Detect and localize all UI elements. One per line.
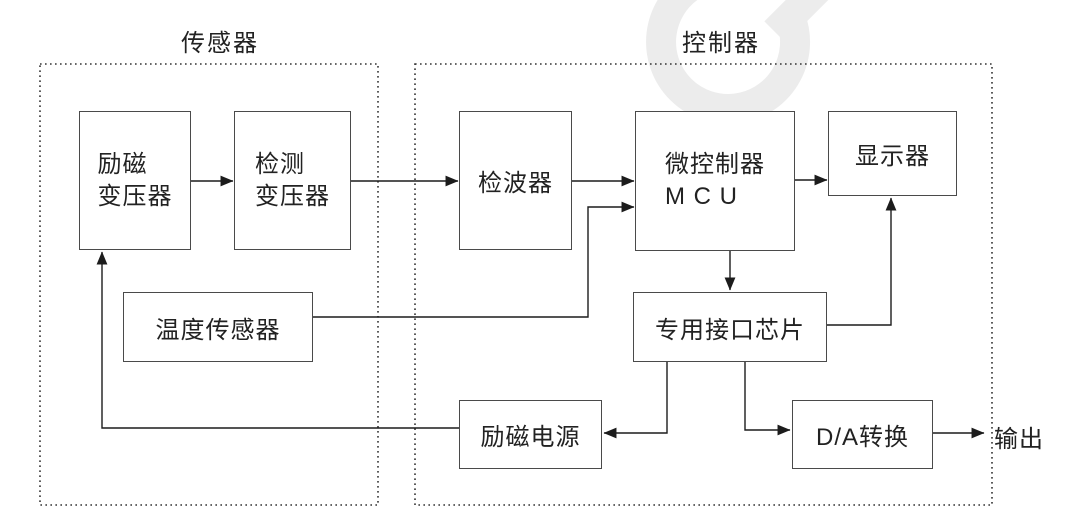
node-interface-chip: 专用接口芯片	[633, 292, 827, 362]
node-temperature-sensor-label: 温度传感器	[155, 316, 281, 344]
controller-group-title: 控制器	[682, 30, 760, 57]
connector-interface-chip-to-excitation-power	[603, 362, 668, 439]
connector-temperature-to-mcu	[313, 201, 635, 318]
node-excitation-transformer-label: 励磁 变压器	[98, 149, 173, 213]
label-line: 变压器	[255, 182, 330, 210]
label-line: 检测	[255, 150, 305, 178]
node-excitation-transformer: 励磁 变压器	[79, 111, 191, 250]
label-line: 变压器	[97, 182, 173, 210]
node-mcu-label: 微控制器 M C U	[665, 149, 765, 213]
node-da-converter-label: D/A转换	[815, 424, 909, 451]
node-display: 显示器	[828, 111, 957, 196]
sensor-group-title: 传感器	[181, 30, 259, 57]
node-detection-transformer-label: 检测 变压器	[255, 149, 330, 213]
node-temperature-sensor: 温度传感器	[123, 292, 313, 362]
connector-excitation-power-to-excitation-transformer	[96, 251, 459, 429]
node-mcu: 微控制器 M C U	[635, 111, 795, 251]
node-detector-label: 检波器	[478, 170, 553, 197]
label-line: 励磁	[97, 150, 148, 178]
output-label: 输出	[994, 426, 1044, 453]
label-line: M C U	[665, 183, 738, 210]
node-excitation-power-label: 励磁电源	[480, 424, 581, 451]
connector-interface-chip-to-display	[827, 197, 897, 326]
node-detector: 检波器	[459, 111, 572, 250]
node-display-label: 显示器	[855, 143, 930, 170]
watermark-icon	[646, 0, 829, 124]
controller-group-outline	[414, 63, 993, 506]
label-line: 微控制器	[665, 151, 765, 178]
node-da-converter: D/A转换	[792, 400, 933, 469]
node-detection-transformer: 检测 变压器	[234, 111, 351, 250]
node-excitation-power: 励磁电源	[459, 400, 602, 469]
connector-interface-chip-to-da	[744, 362, 791, 436]
node-interface-chip-label: 专用接口芯片	[655, 316, 805, 344]
